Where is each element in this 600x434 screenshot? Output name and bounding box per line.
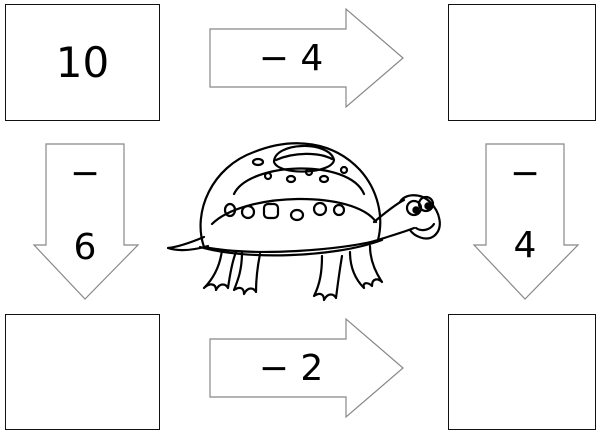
start-number-box: 10: [5, 4, 160, 121]
bottom-right-arrow: − 2: [209, 318, 405, 418]
top-right-arrow: − 4: [209, 8, 405, 108]
left-arrow-sign: −: [70, 153, 100, 194]
top-right-answer-box[interactable]: [448, 4, 596, 121]
bottom-left-answer-box[interactable]: [5, 314, 160, 430]
top-arrow-label: − 4: [259, 38, 324, 79]
turtle-illustration: [164, 132, 449, 307]
left-down-arrow: − 6: [32, 143, 140, 301]
bottom-arrow-label: − 2: [259, 348, 324, 389]
left-arrow-number: 6: [74, 227, 97, 268]
right-arrow-sign: −: [510, 153, 540, 194]
right-arrow-number: 4: [514, 225, 537, 266]
bottom-right-answer-box[interactable]: [448, 314, 596, 430]
right-down-arrow: − 4: [472, 143, 580, 301]
